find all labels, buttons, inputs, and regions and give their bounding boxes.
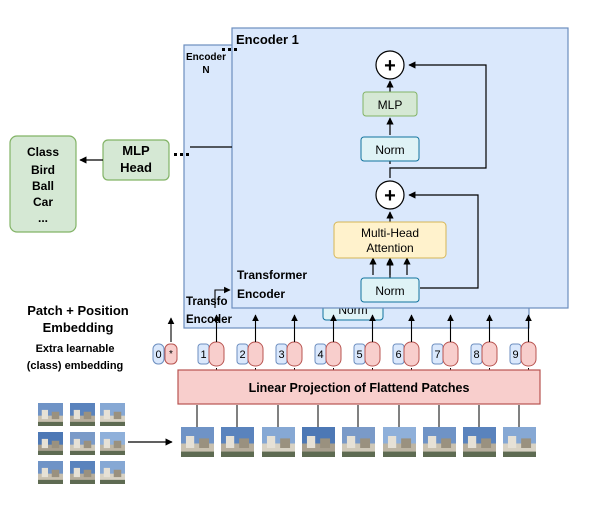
class-item-bird: Bird bbox=[31, 163, 55, 177]
patch-position-label: 7 bbox=[434, 349, 440, 361]
mlp-label: MLP bbox=[378, 98, 403, 112]
patch-token: 6 bbox=[392, 314, 420, 370]
multi-head-attention-block bbox=[333, 221, 447, 259]
residual-arrows bbox=[389, 61, 487, 289]
patch-position-label: 5 bbox=[356, 349, 362, 361]
patch-position-label: 1 bbox=[200, 349, 206, 361]
norm-top-block bbox=[360, 136, 420, 162]
patch-token: 4 bbox=[314, 314, 342, 370]
grid-patch bbox=[70, 432, 95, 455]
patch-embedding bbox=[481, 341, 498, 367]
grid-patch bbox=[100, 461, 125, 484]
patch-token: 2 bbox=[236, 314, 264, 370]
patch-embedding bbox=[520, 341, 537, 367]
add-symbol-top: + bbox=[384, 55, 396, 77]
grid-patch bbox=[70, 403, 95, 426]
patch-position-line2: Embedding bbox=[43, 320, 114, 335]
patch-embedding bbox=[325, 341, 342, 367]
patch-position-label: 9 bbox=[512, 349, 518, 361]
class-label: Class bbox=[27, 145, 59, 159]
sequence-patch bbox=[262, 427, 295, 457]
mlp-block bbox=[362, 91, 418, 117]
transformer-encoder-back-line2: Encoder bbox=[186, 314, 233, 326]
patch-token: 8 bbox=[470, 314, 498, 370]
mlp-head-line2: Head bbox=[120, 160, 152, 175]
transformer-encoder-label-line1: Transformer bbox=[237, 268, 307, 282]
patch-position-label: 4 bbox=[317, 349, 323, 361]
patch-position-label: 8 bbox=[473, 349, 479, 361]
class-item-ball: Ball bbox=[32, 179, 54, 193]
add-circle-top bbox=[375, 50, 405, 80]
grid-patch bbox=[38, 461, 63, 484]
class-token-index-label: 0 bbox=[155, 349, 161, 361]
encoder-n-label-line1: Encoder bbox=[186, 52, 226, 63]
patch-token: 1 bbox=[197, 314, 225, 370]
multi-head-label-line2: Attention bbox=[366, 241, 413, 255]
grid-patch bbox=[100, 432, 125, 455]
multi-head-label-line1: Multi-Head bbox=[361, 226, 419, 240]
patch-embedding bbox=[286, 341, 303, 367]
linear-projection-box bbox=[177, 369, 541, 405]
norm-bottom-block bbox=[360, 277, 420, 303]
linear-projection-label: Linear Projection of Flattend Patches bbox=[249, 381, 470, 395]
mlp-head-line1: MLP bbox=[122, 143, 150, 158]
patch-position-label: 3 bbox=[278, 349, 284, 361]
grid-patch bbox=[38, 432, 63, 455]
token-sequence: 0 * 1 2 3 4 5 6 7 8 9 bbox=[152, 314, 537, 370]
sequence-patch bbox=[463, 427, 496, 457]
patch-token: 9 bbox=[509, 314, 537, 370]
sequence-patch bbox=[503, 427, 536, 457]
norm-top-label: Norm bbox=[375, 143, 404, 157]
sequence-patch bbox=[423, 427, 456, 457]
norm-bottom-label: Norm bbox=[375, 284, 404, 298]
class-item-car: Car bbox=[33, 195, 53, 209]
patch-token: 3 bbox=[275, 314, 303, 370]
class-box bbox=[9, 135, 77, 233]
grid-patch bbox=[70, 461, 95, 484]
patch-position-label: 2 bbox=[239, 349, 245, 361]
patch-position-line1: Patch + Position bbox=[27, 303, 129, 318]
flattened-patch-sequence bbox=[181, 405, 536, 457]
class-token-marker: * bbox=[169, 349, 173, 360]
patch-embedding bbox=[442, 341, 459, 367]
sequence-patch bbox=[383, 427, 416, 457]
class-token-embedding bbox=[164, 343, 178, 365]
sequence-patch bbox=[221, 427, 254, 457]
transformer-encoder-label-line2: Encoder bbox=[237, 287, 285, 301]
encoder-1-title: Encoder 1 bbox=[236, 32, 299, 47]
encoder-n-label-line2: N bbox=[202, 65, 209, 76]
patch-token: 7 bbox=[431, 314, 459, 370]
patch-position-label: 6 bbox=[395, 349, 401, 361]
patch-embedding bbox=[208, 341, 225, 367]
grid-patch bbox=[100, 403, 125, 426]
patch-embedding bbox=[247, 341, 264, 367]
grid-patch bbox=[38, 403, 63, 426]
class-token-index bbox=[152, 343, 165, 365]
image-patch-grid bbox=[38, 403, 125, 484]
patch-embedding bbox=[403, 341, 420, 367]
extra-learnable-line2: (class) embedding bbox=[27, 360, 124, 372]
add-circle-mid bbox=[375, 180, 405, 210]
sequence-patch bbox=[342, 427, 375, 457]
sequence-patch bbox=[302, 427, 335, 457]
extra-learnable-line1: Extra learnable bbox=[36, 343, 115, 355]
sequence-patch bbox=[181, 427, 214, 457]
transformer-encoder-back-line1: Transfo bbox=[186, 296, 228, 308]
stack-dots bbox=[174, 48, 237, 156]
transformer-encoder-pointer bbox=[214, 286, 231, 308]
patch-embedding bbox=[364, 341, 381, 367]
add-symbol-mid: + bbox=[384, 185, 396, 207]
class-item-ellipsis: ... bbox=[38, 211, 48, 225]
